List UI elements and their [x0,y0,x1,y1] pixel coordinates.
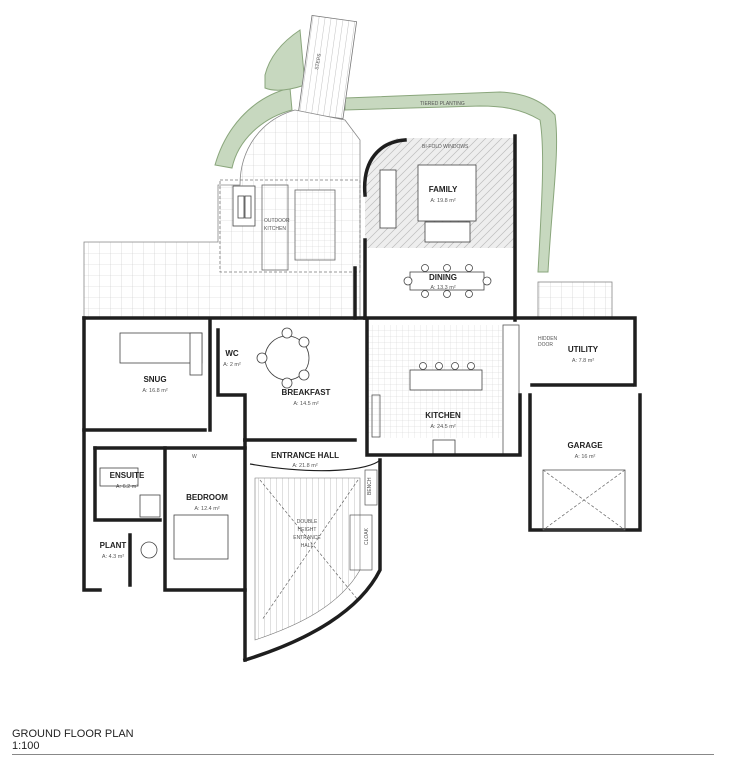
double-height-label-3: ENTRANCE [293,535,321,541]
double-height-label-4: HALL [301,543,314,549]
bedroom-area: A: 12.4 m² [194,506,220,512]
plan-scale: 1:100 [12,740,40,752]
kitchen-area [367,324,520,456]
utility-area: A: 7.8 m² [572,358,594,364]
tiered-planting: TIERED PLANTING [214,29,558,273]
furniture: W HIDDEN DOOR [99,327,626,560]
dining-label: DINING [429,273,457,282]
double-height-label-1: DOUBLE [297,519,318,525]
bedroom-label: BEDROOM [186,493,228,502]
bifold-windows-label: BI-FOLD WINDOWS [422,144,469,150]
garage-area: A: 16 m² [575,454,596,460]
terrace-paving: OUTDOOR KITCHEN [83,109,613,319]
hidden-door-label-1: HIDDEN [538,336,558,342]
wc-label: WC [225,349,239,358]
room-labels: FAMILY A: 19.8 m² DINING A: 13.3 m² KITC… [100,185,604,560]
utility-label: UTILITY [568,345,599,354]
family-area: A: 19.8 m² [430,198,456,204]
breakfast-area: A: 14.5 m² [293,401,319,407]
kitchen-label: KITCHEN [425,411,461,420]
kitchen-area-label: A: 24.5 m² [430,424,456,430]
double-height-label-2: HEIGHT [298,527,317,533]
walls [82,134,642,663]
dining-area: A: 13.3 m² [430,285,456,291]
family-dining-area: BI-FOLD WINDOWS [365,138,515,298]
entrance-hall-label: ENTRANCE HALL [271,451,339,460]
entrance-hall-area: BENCH CLOAK DOUBLE HEIGHT ENTRANCE HALL [254,469,378,641]
title-underline [12,754,714,755]
ensuite-area: A: 6.2 m² [116,484,138,490]
snug-label: SNUG [143,375,166,384]
bench-label: BENCH [367,477,373,495]
tiered-planting-label: TIERED PLANTING [420,101,465,107]
entrance-hall-area-label: A: 21.8 m² [292,463,318,469]
plant-area: A: 4.3 m² [102,554,124,560]
ensuite-label: ENSUITE [110,471,145,480]
steps-label: STEPS [314,53,323,71]
outdoor-kitchen-label-2: KITCHEN [264,226,286,232]
plan-title-block: GROUND FLOOR PLAN 1:100 [12,728,134,752]
plant-label: PLANT [100,541,127,550]
garage-label: GARAGE [567,441,603,450]
wc-area: A: 2 m² [223,362,241,368]
snug-area: A: 16.8 m² [142,388,168,394]
breakfast-label: BREAKFAST [282,388,331,397]
family-label: FAMILY [429,185,458,194]
hidden-door-label-2: DOOR [538,342,553,348]
w-label: W [192,454,197,460]
outdoor-kitchen-label-1: OUTDOOR [264,218,290,224]
cloak-label: CLOAK [364,527,370,545]
plan-title: GROUND FLOOR PLAN [12,728,134,740]
